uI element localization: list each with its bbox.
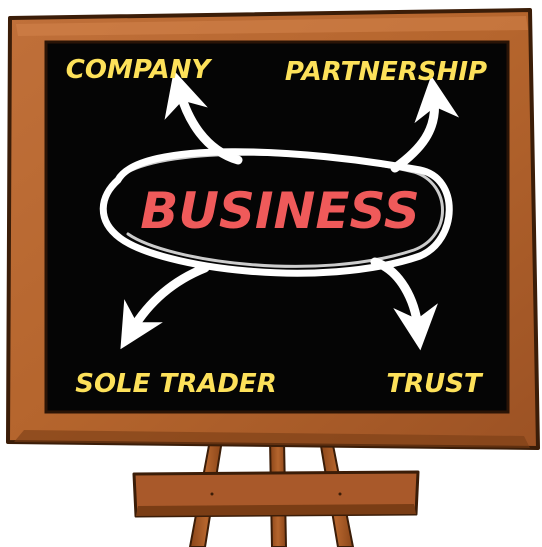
easel-tray: [132, 470, 420, 518]
label-sole-trader: SOLE TRADER: [75, 369, 276, 399]
arrow-to-partnership: [390, 75, 460, 173]
arrow-to-sole-trader: [120, 263, 210, 350]
arrow-to-trust: [370, 257, 438, 351]
label-company: COMPANY: [66, 55, 214, 85]
label-trust: TRUST: [386, 369, 484, 399]
arrows: [120, 70, 460, 351]
label-business: BUSINESS: [140, 182, 420, 240]
arrow-to-company: [164, 70, 243, 165]
label-partnership: PARTNERSHIP: [285, 57, 487, 87]
